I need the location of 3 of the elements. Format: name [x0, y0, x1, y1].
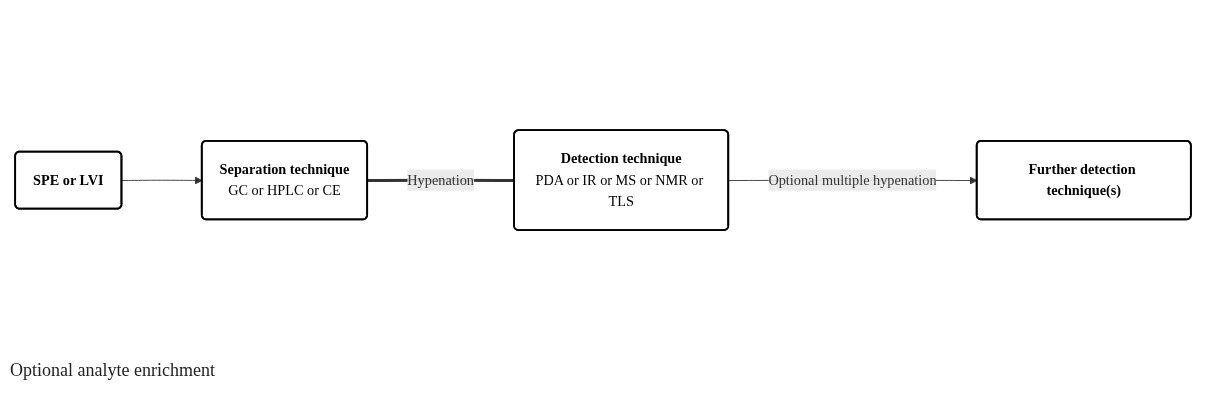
- edge-label: Hypenation: [407, 171, 474, 188]
- note-text: Optional analyte enrichment: [10, 360, 215, 381]
- edge-label: Optional multiple hypenation: [768, 171, 937, 188]
